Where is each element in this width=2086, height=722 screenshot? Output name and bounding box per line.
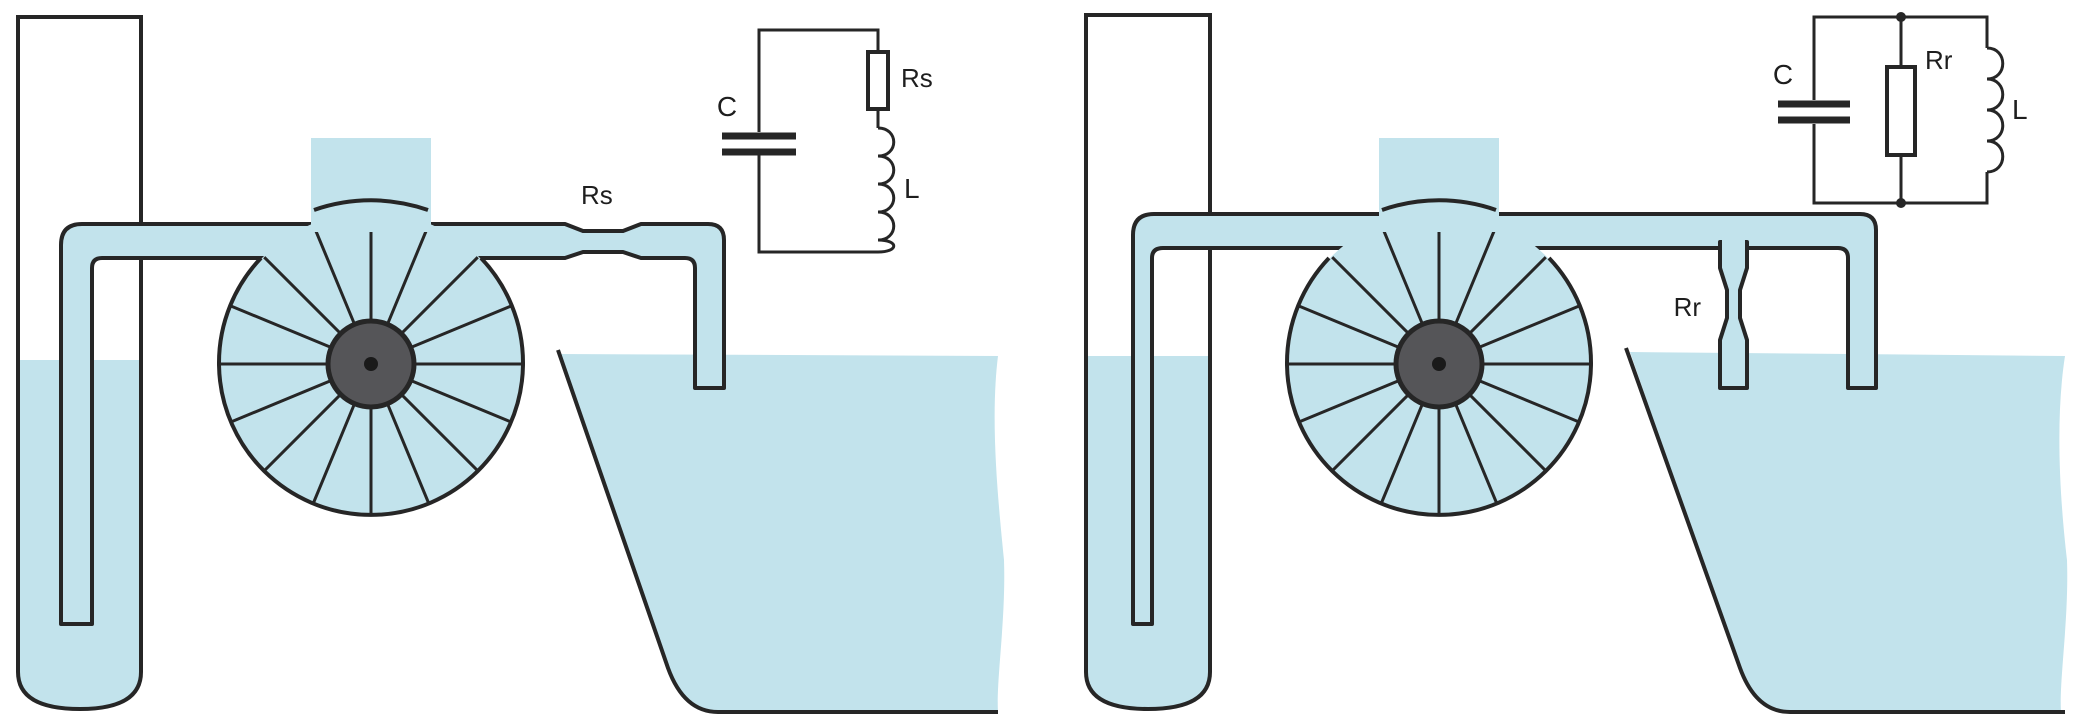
inductor-symbol xyxy=(1986,46,2005,174)
resistor-label: Rr xyxy=(1925,45,1953,75)
main-pipe xyxy=(1131,212,1878,626)
right-reservoir-water xyxy=(558,354,1005,712)
resistor-label: Rs xyxy=(901,63,933,93)
series-system: Rs C Rs L xyxy=(16,15,1005,714)
left-tube-outline xyxy=(1084,13,1212,712)
capacitor-label: C xyxy=(1773,59,1793,90)
right-reservoir-outline xyxy=(556,349,998,714)
parallel-system: Rr C Rr L xyxy=(1084,12,2068,714)
inductor-label: L xyxy=(2012,94,2028,125)
inductor-symbol xyxy=(877,126,896,254)
pipe-constriction-label: Rr xyxy=(1674,292,1702,322)
inductor-label: L xyxy=(904,173,920,204)
resistor-branch-pipe xyxy=(1718,240,1749,390)
right-reservoir-water xyxy=(1630,352,2068,712)
water-wheel-right xyxy=(1287,138,1591,516)
siphon-pipe xyxy=(59,222,726,626)
right-reservoir-outline xyxy=(1624,347,2065,714)
capacitor-label: C xyxy=(717,91,737,122)
pipe-constriction-label: Rs xyxy=(581,180,613,210)
water-wheel-left xyxy=(219,138,523,516)
series-rlc-circuit xyxy=(722,28,896,254)
parallel-rlc-circuit xyxy=(1778,12,2005,208)
left-tube-outline xyxy=(16,15,143,712)
